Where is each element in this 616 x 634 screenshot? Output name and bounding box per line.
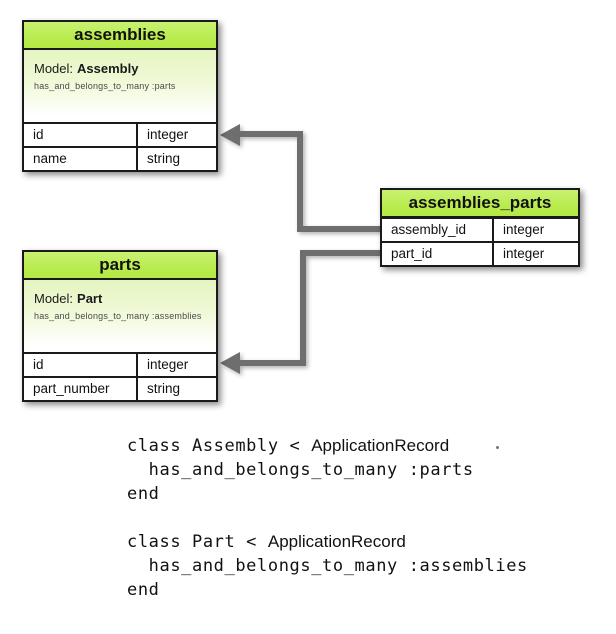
connector-assembly-id-segment (297, 131, 303, 232)
connector-part-id-segment (239, 360, 302, 366)
code-snippet: class Assembly < ApplicationRecord has_a… (127, 434, 528, 602)
column-name-cell: id (24, 354, 138, 376)
column-name-cell: name (24, 148, 138, 170)
application-record-text: ApplicationRecord (267, 532, 406, 551)
column-name-cell: assembly_id (382, 219, 494, 241)
model-label: Model: (34, 291, 74, 306)
association-label: has_and_belongs_to_many :assemblies (34, 311, 202, 321)
code-line: class Assembly < ApplicationRecord (127, 436, 450, 456)
table-row: id integer (24, 352, 216, 376)
table-row: part_id integer (382, 241, 578, 265)
model-name: Part (77, 291, 103, 306)
table-title: parts (24, 252, 216, 280)
column-name-cell: id (24, 124, 138, 146)
connector-assembly-id-segment (297, 226, 381, 232)
association-label: has_and_belongs_to_many :parts (34, 81, 176, 91)
code-line (127, 506, 528, 530)
model-line: Model:Part (34, 291, 216, 306)
connector-part-id-segment (300, 250, 306, 366)
code-line: has_and_belongs_to_many :parts (127, 460, 474, 480)
model-line: Model:Assembly (34, 61, 216, 76)
column-type-cell: integer (503, 222, 545, 237)
table-assemblies-parts: assemblies_parts assembly_id integer par… (380, 188, 580, 267)
connector-part-id-segment (300, 250, 381, 256)
arrowhead-icon (220, 124, 240, 146)
column-type-cell: integer (147, 357, 189, 372)
connector-assembly-id-segment (239, 131, 299, 137)
table-title: assemblies_parts (382, 190, 578, 217)
code-line: end (127, 580, 160, 600)
column-type-cell: string (147, 151, 181, 166)
stray-dot (496, 446, 499, 449)
table-row: name string (24, 146, 216, 170)
application-record-text: ApplicationRecord (311, 436, 450, 455)
arrowhead-icon (220, 352, 240, 374)
table-assemblies: assemblies Model:Assembly has_and_belong… (22, 20, 218, 172)
column-type-cell: integer (503, 246, 545, 261)
model-label: Model: (34, 61, 74, 76)
model-section: Model:Part has_and_belongs_to_many :asse… (24, 280, 216, 352)
column-name-cell: part_number (24, 378, 138, 400)
table-parts: parts Model:Part has_and_belongs_to_many… (22, 250, 218, 402)
code-line: end (127, 484, 160, 504)
table-row: part_number string (24, 376, 216, 400)
table-row: id integer (24, 122, 216, 146)
table-title: assemblies (24, 22, 216, 50)
model-section: Model:Assembly has_and_belongs_to_many :… (24, 50, 216, 122)
model-name: Assembly (77, 61, 139, 76)
code-line: class Part < ApplicationRecord (127, 532, 406, 552)
column-type-cell: integer (147, 127, 189, 142)
table-row: assembly_id integer (382, 217, 578, 241)
column-type-cell: string (147, 381, 181, 396)
code-line: has_and_belongs_to_many :assemblies (127, 556, 528, 576)
column-name-cell: part_id (382, 243, 494, 265)
